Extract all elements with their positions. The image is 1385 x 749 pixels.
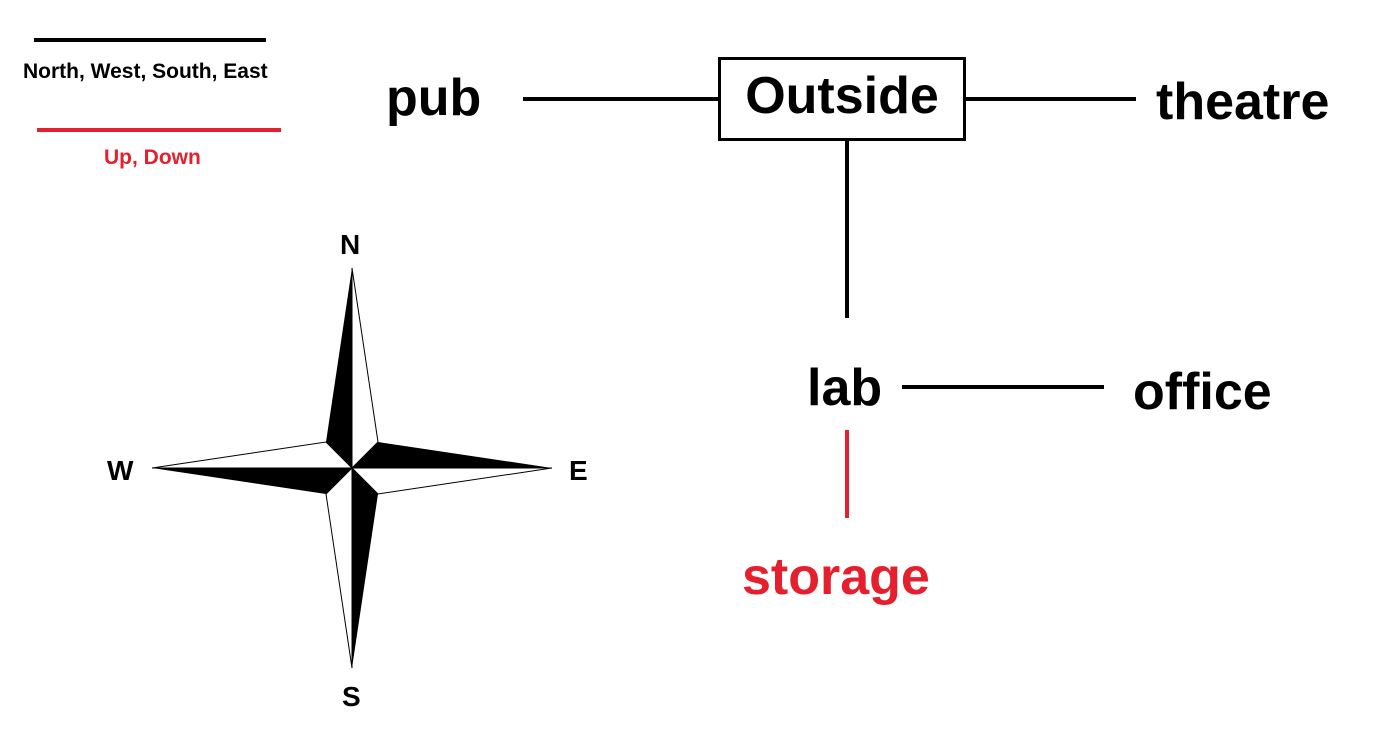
room-theatre: theatre bbox=[1156, 73, 1330, 131]
room-outside: Outside bbox=[745, 67, 939, 125]
room-lab: lab bbox=[807, 359, 883, 417]
connection-lab-office bbox=[902, 385, 1104, 389]
compass-north-left bbox=[326, 268, 352, 468]
compass-west-upper bbox=[151, 441, 354, 469]
compass-north-label: N bbox=[340, 229, 361, 260]
room-office: office bbox=[1133, 363, 1272, 421]
compass-north-right bbox=[351, 267, 379, 470]
connection-outside-lab bbox=[845, 141, 849, 318]
compass-east-label: E bbox=[569, 455, 588, 486]
connection-lab-storage bbox=[845, 430, 849, 518]
room-storage: storage bbox=[742, 548, 930, 606]
legend-vertical-label: Up, Down bbox=[104, 146, 201, 169]
compass-west-label: W bbox=[107, 455, 134, 486]
compass-south-left bbox=[325, 466, 353, 669]
compass-east-lower bbox=[350, 467, 553, 495]
legend-red-line bbox=[37, 128, 281, 132]
compass-south-label: S bbox=[342, 681, 361, 712]
connection-pub-outside bbox=[523, 97, 719, 101]
compass-west-lower bbox=[152, 468, 352, 494]
compass-east-upper bbox=[352, 442, 552, 468]
current-room-box bbox=[718, 57, 966, 141]
legend-black-line bbox=[34, 38, 266, 42]
compass-rose-icon bbox=[151, 267, 553, 669]
legend-horizontal-label: North, West, South, East bbox=[23, 60, 268, 83]
compass-south-right bbox=[352, 468, 378, 668]
room-pub: pub bbox=[386, 69, 482, 127]
connection-outside-theatre bbox=[966, 97, 1136, 101]
